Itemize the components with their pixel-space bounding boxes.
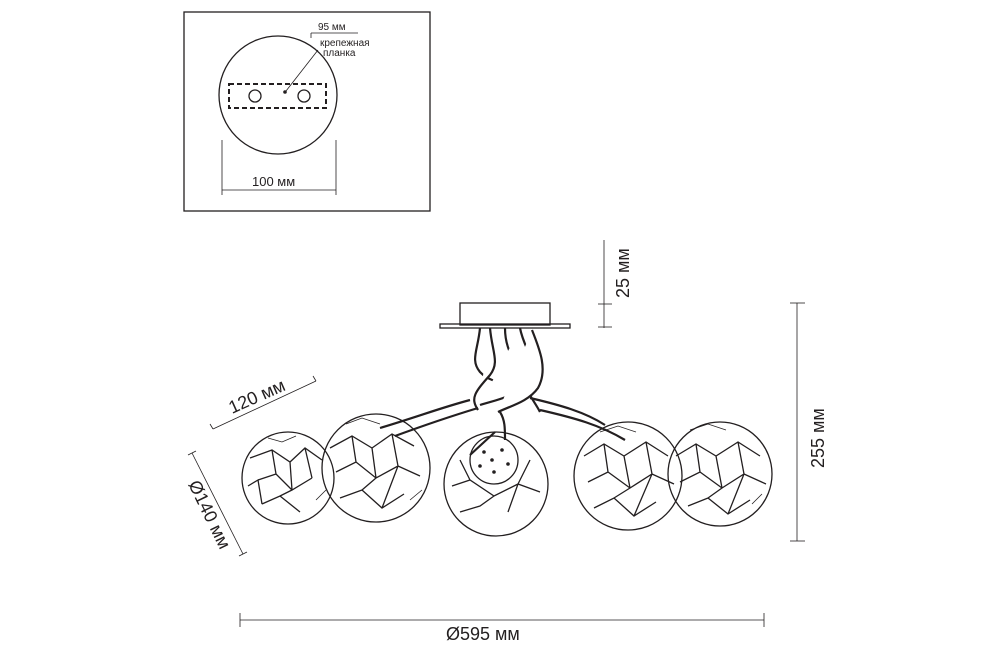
center-dot <box>283 90 287 94</box>
bracket-hole-right <box>297 89 311 103</box>
dim-total-diameter: Ø595 мм <box>239 613 765 644</box>
canopy <box>459 302 551 326</box>
inset-bracket-label-1: крепежная <box>320 38 370 49</box>
dim-total-height: 255 мм <box>790 302 828 542</box>
canopy-plate-circle <box>218 35 338 155</box>
total-height-label: 255 мм <box>808 408 828 468</box>
inset-95mm-label: 95 мм <box>318 22 346 33</box>
glass-shade-3 <box>443 431 549 537</box>
mounting-inset: 95 мм крепежная планка 100 мм <box>183 11 431 212</box>
dim-canopy-height: 25 мм <box>598 240 633 328</box>
glass-shade-4 <box>573 421 683 531</box>
dim-arm-length: 120 мм <box>209 375 317 430</box>
inset-width-label: 100 мм <box>252 174 295 189</box>
twisted-arms <box>379 327 626 456</box>
dim-shade-diameter: Ø140 мм <box>184 450 248 557</box>
center-cap <box>469 435 519 485</box>
glass-shade-2 <box>321 413 431 523</box>
mounting-bracket <box>228 83 327 109</box>
glass-shade-1 <box>241 431 335 525</box>
arm-length-label: 120 мм <box>225 375 288 418</box>
inset-frame <box>183 11 431 212</box>
canopy-flange <box>439 323 571 329</box>
glass-shade-5 <box>667 421 773 527</box>
canopy-height-label: 25 мм <box>613 248 633 298</box>
inset-bracket-label-2: планка <box>323 48 356 59</box>
total-diameter-label: Ø595 мм <box>446 624 520 644</box>
bracket-hole-left <box>248 89 262 103</box>
chandelier <box>241 302 773 537</box>
